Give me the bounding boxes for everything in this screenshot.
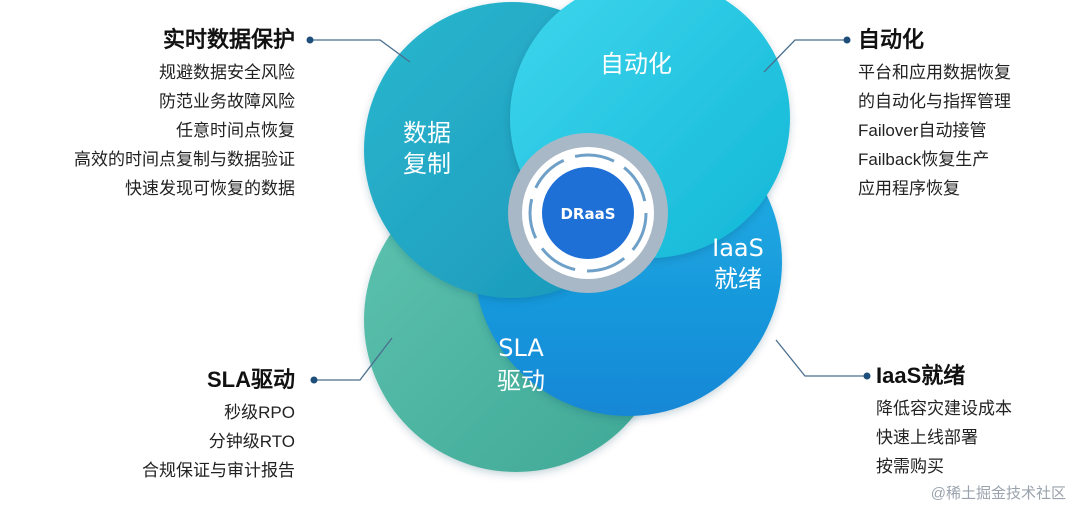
panel-item: 规避数据安全风险 xyxy=(159,63,295,82)
panel-heading: 自动化 xyxy=(858,27,925,52)
panel-item: 平台和应用数据恢复 xyxy=(858,63,1011,82)
dot-sla xyxy=(310,376,318,384)
watermark: @稀土掘金技术社区 xyxy=(930,485,1066,502)
dot-iaas xyxy=(863,372,871,380)
center-label: DRaaS xyxy=(560,205,615,223)
petal-label-automation: 自动化 xyxy=(600,50,672,78)
panel-item: 分钟级RTO xyxy=(208,432,295,451)
panel-realtime-protection: 实时数据保护 规避数据安全风险 防范业务故障风险 任意时间点恢复 高效的时间点复… xyxy=(74,26,295,203)
connector-lines xyxy=(312,39,865,381)
dot-automation xyxy=(843,36,851,44)
panel-item: Failback恢复生产 xyxy=(858,150,990,169)
panel-heading: SLA驱动 xyxy=(206,367,295,392)
center-rotation-ring xyxy=(528,153,648,273)
connector-realtime xyxy=(312,39,411,63)
panel-heading: IaaS就绪 xyxy=(876,363,966,388)
panel-item: 秒级RPO xyxy=(224,403,295,422)
connector-sla xyxy=(316,337,393,381)
panel-item: 合规保证与审计报告 xyxy=(142,461,295,480)
panel-item: 任意时间点恢复 xyxy=(176,121,295,140)
petal-label-replication-2: 复制 xyxy=(403,150,451,178)
center-core xyxy=(542,167,634,259)
panel-item: 高效的时间点复制与数据验证 xyxy=(74,150,295,169)
panel-iaas-ready: IaaS就绪 降低容灾建设成本 快速上线部署 按需购买 xyxy=(876,362,1012,481)
petal-label-replication-1: 数据 xyxy=(403,119,451,147)
panel-item: 降低容灾建设成本 xyxy=(876,399,1012,418)
petal-label-sla-1: SLA xyxy=(498,334,544,362)
petal-label-sla-2: 驱动 xyxy=(497,367,545,395)
connector-iaas xyxy=(775,339,865,377)
panel-item: 应用程序恢复 xyxy=(858,179,960,198)
connector-dots xyxy=(306,36,871,384)
panel-sla-driven: SLA驱动 秒级RPO 分钟级RTO 合规保证与审计报告 xyxy=(142,366,295,485)
panel-item: 防范业务故障风险 xyxy=(159,92,295,111)
connector-automation xyxy=(763,39,845,73)
petal-label-iaas-1: IaaS xyxy=(712,234,764,262)
panel-item: Failover自动接管 xyxy=(858,121,987,140)
panel-item: 按需购买 xyxy=(876,457,944,476)
panel-heading: 实时数据保护 xyxy=(162,27,295,52)
panel-item: 快速发现可恢复的数据 xyxy=(125,179,295,198)
panel-automation: 自动化 平台和应用数据恢复 的自动化与指挥管理 Failover自动接管 Fai… xyxy=(858,26,1011,203)
panel-item: 快速上线部署 xyxy=(876,428,978,447)
panel-item: 的自动化与指挥管理 xyxy=(858,92,1011,111)
dot-realtime xyxy=(306,36,314,44)
petal-label-iaas-2: 就绪 xyxy=(714,265,762,293)
